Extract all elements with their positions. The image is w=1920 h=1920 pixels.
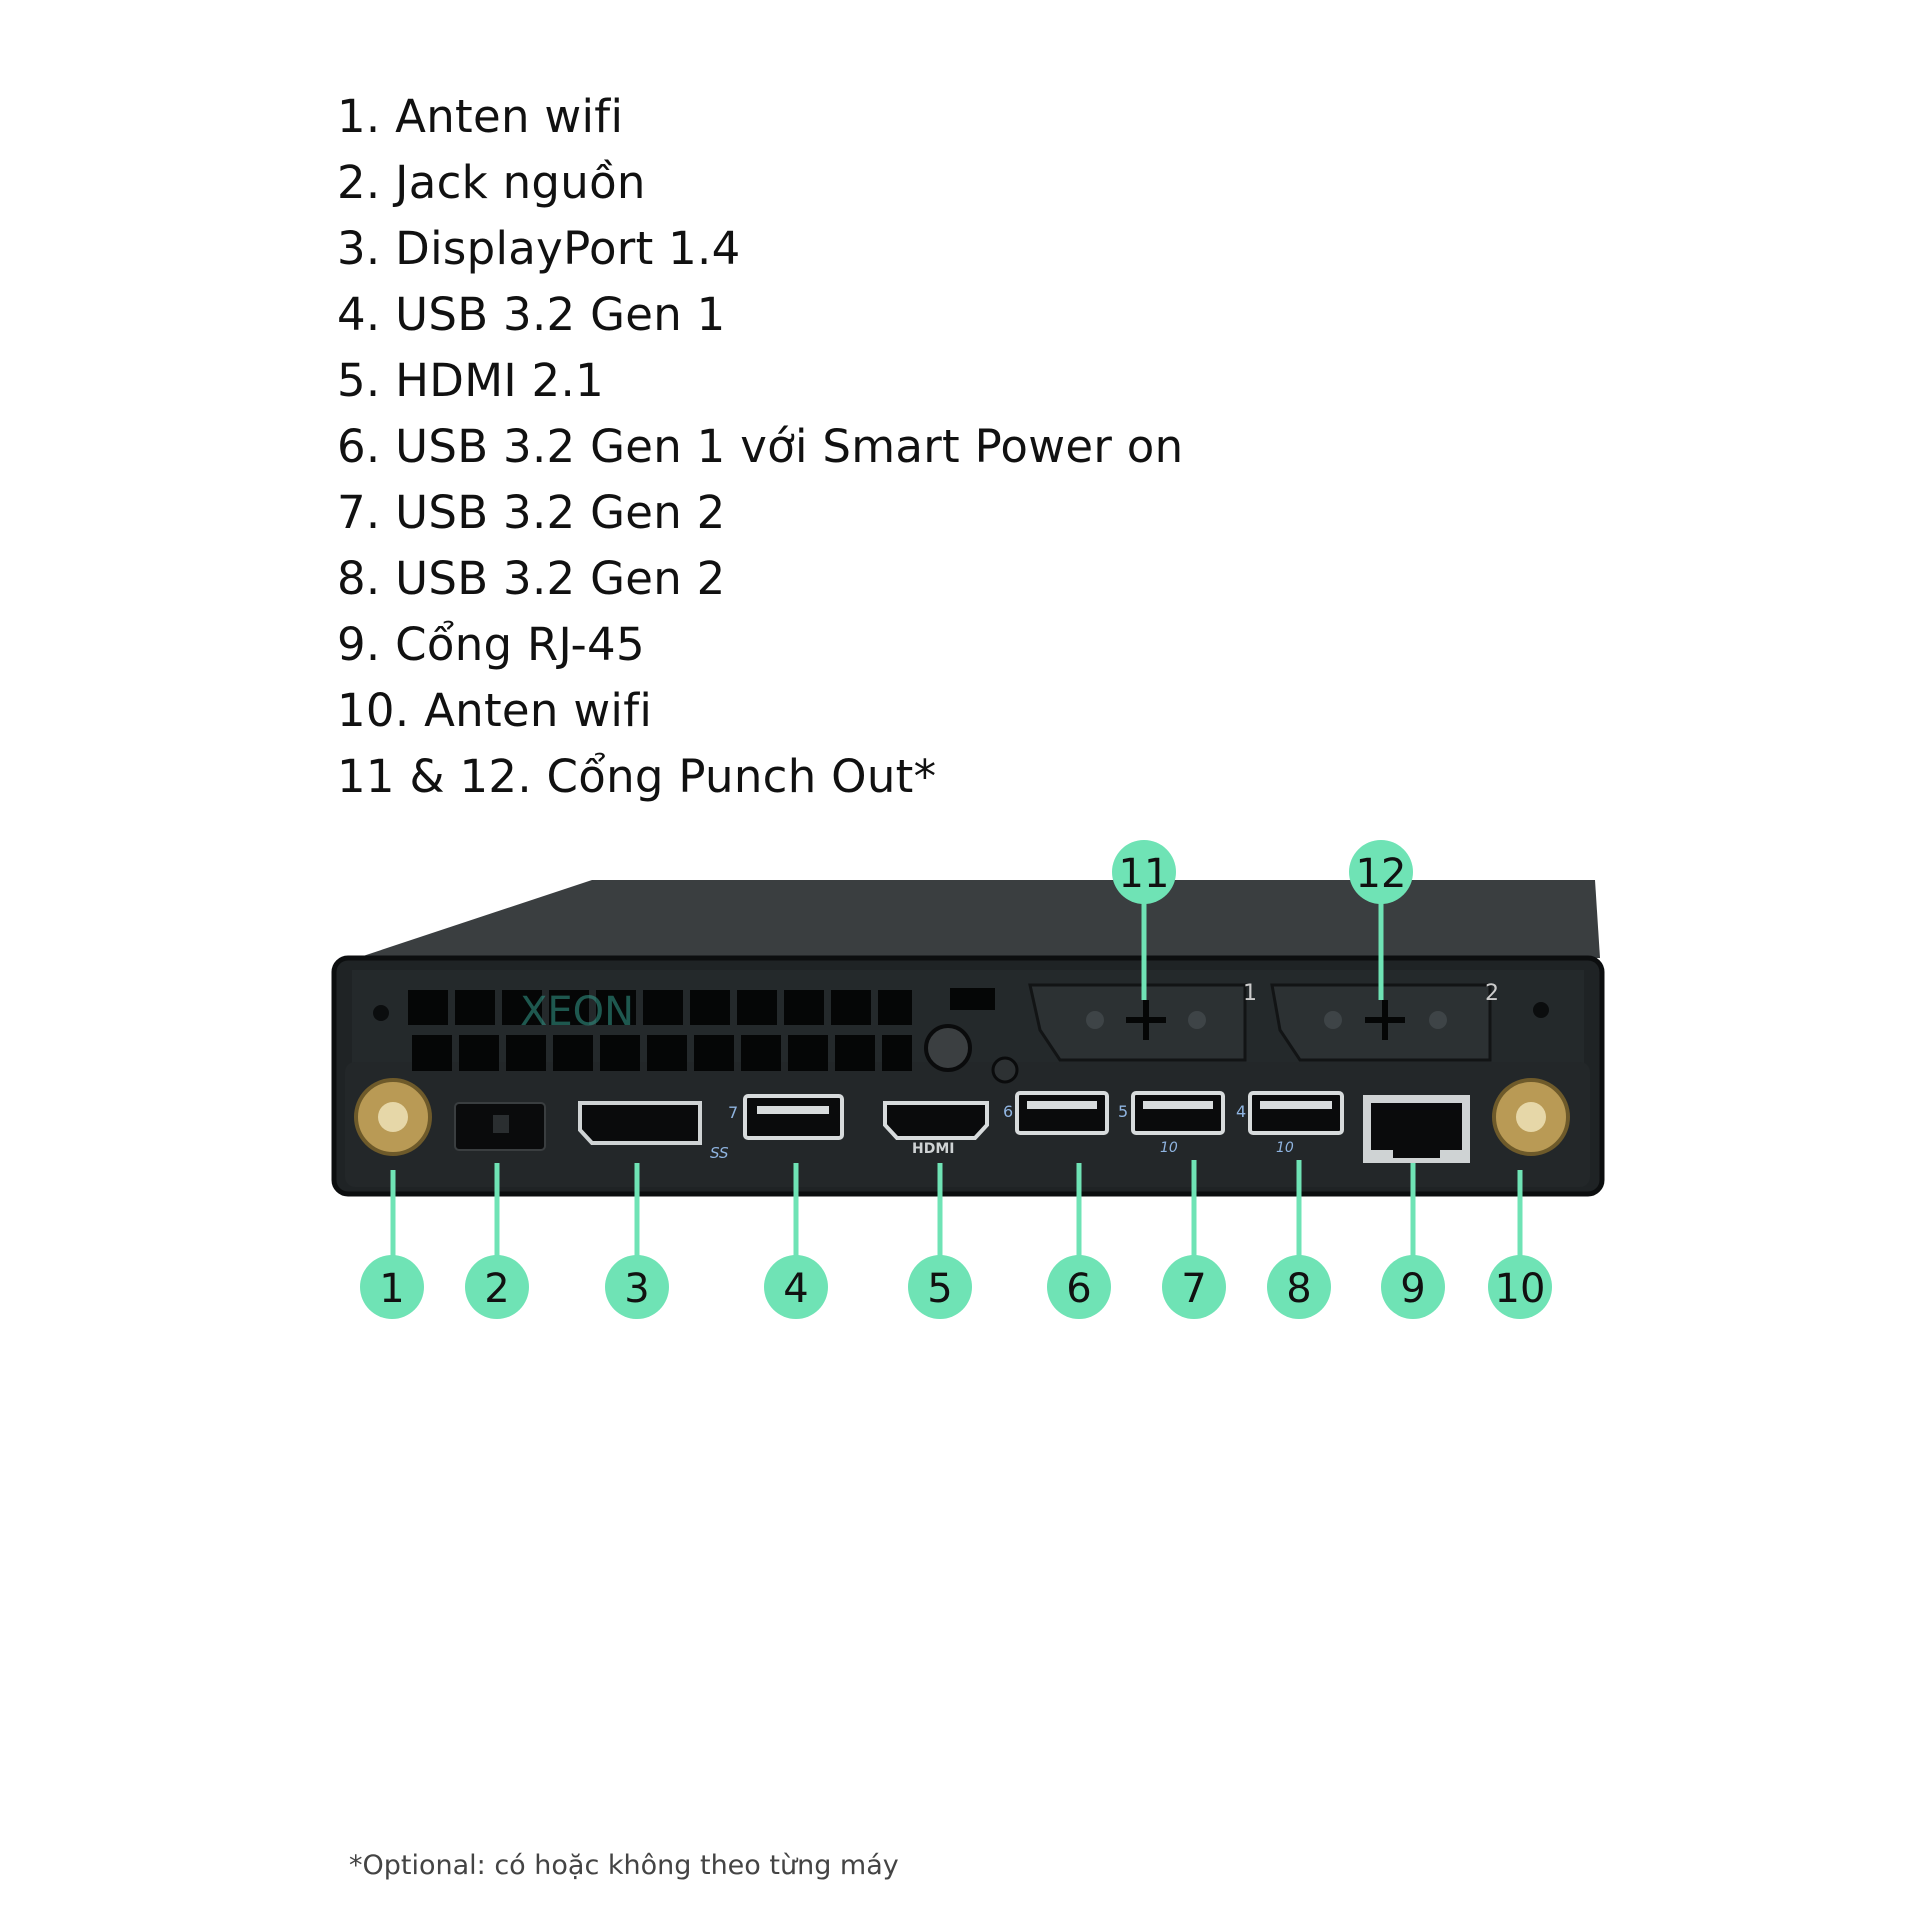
callout-lines	[390, 900, 1523, 1260]
punch-out-number: 1	[1243, 981, 1257, 1006]
punch-out-12: 2	[1270, 981, 1499, 1062]
callout-badge-8: 8	[1267, 1255, 1331, 1319]
legend-item: 6. USB 3.2 Gen 1 với Smart Power on	[337, 420, 1184, 473]
callout-badge-4: 4	[764, 1255, 828, 1319]
legend-item: 10. Anten wifi	[337, 684, 653, 737]
callout-number: 8	[1286, 1266, 1311, 1312]
callout-number: 6	[1066, 1266, 1091, 1312]
legend-item: 3. DisplayPort 1.4	[337, 222, 741, 275]
thumb-screw	[924, 1024, 972, 1072]
hdmi-port: HDMI	[883, 1101, 989, 1157]
lock-slot	[950, 988, 995, 1010]
callout-badge-5: 5	[908, 1255, 972, 1319]
legend-item: 1. Anten wifi	[337, 90, 624, 143]
legend-item: 7. USB 3.2 Gen 2	[337, 486, 726, 539]
punch-out-number: 2	[1485, 981, 1499, 1006]
usb-10gbps-label: 10	[1276, 1140, 1294, 1156]
callout-badge-7: 7	[1162, 1255, 1226, 1319]
usb-port-7: 5 10	[1118, 1091, 1225, 1156]
screw	[991, 1056, 1019, 1084]
usb-port-6: 6	[1003, 1091, 1109, 1135]
wifi-antenna-connector-1	[354, 1078, 432, 1156]
callout-number: 3	[624, 1266, 649, 1312]
callout-badge-12: 12	[1349, 840, 1413, 904]
watermark-logo: XEON	[520, 989, 634, 1035]
port-number-label: 5	[1118, 1102, 1128, 1121]
screw-hole	[1533, 1002, 1549, 1018]
power-jack	[454, 1102, 546, 1151]
callout-badge-3: 3	[605, 1255, 669, 1319]
wifi-antenna-connector-10	[1492, 1078, 1570, 1156]
screw-hole	[373, 1005, 389, 1021]
legend-item: 4. USB 3.2 Gen 1	[337, 288, 726, 341]
callout-number: 2	[484, 1266, 509, 1312]
usb-10gbps-label: 10	[1160, 1140, 1178, 1156]
callout-number: 1	[379, 1266, 404, 1312]
chassis-top	[345, 880, 1600, 962]
callout-badge-9: 9	[1381, 1255, 1445, 1319]
usb-port-4: 7 SS	[710, 1094, 844, 1162]
legend-item: 8. USB 3.2 Gen 2	[337, 552, 726, 605]
callout-number: 12	[1356, 851, 1407, 897]
callout-number: 10	[1495, 1266, 1546, 1312]
legend-item: 2. Jack nguồn	[337, 156, 646, 209]
vent-grille	[408, 990, 912, 1071]
port-number-label: 6	[1003, 1102, 1013, 1121]
superspeed-label: SS	[710, 1144, 729, 1162]
port-legend: 1. Anten wifi 2. Jack nguồn 3. DisplayPo…	[337, 84, 1183, 810]
usb-port-8: 4 10	[1236, 1091, 1344, 1156]
legend-item: 5. HDMI 2.1	[337, 354, 604, 407]
callout-badge-2: 2	[465, 1255, 529, 1319]
hdmi-label: HDMI	[912, 1141, 954, 1157]
callout-number: 7	[1181, 1266, 1206, 1312]
callout-number: 4	[783, 1266, 808, 1312]
port-number-label: 7	[728, 1103, 738, 1122]
callout-number: 11	[1119, 851, 1170, 897]
footnote: *Optional: có hoặc không theo từng máy	[349, 1850, 899, 1881]
callout-badge-1: 1	[360, 1255, 424, 1319]
legend-item: 11 & 12. Cổng Punch Out*	[337, 750, 937, 803]
callout-number: 9	[1400, 1266, 1425, 1312]
punch-out-11: 1	[1028, 981, 1257, 1062]
callout-badge-10: 10	[1488, 1255, 1552, 1319]
legend-item: 9. Cổng RJ-45	[337, 618, 645, 671]
callout-number: 5	[927, 1266, 952, 1312]
callout-badge-6: 6	[1047, 1255, 1111, 1319]
port-number-label: 4	[1236, 1102, 1246, 1121]
displayport	[578, 1101, 702, 1145]
rj45-port	[1363, 1095, 1470, 1163]
callout-badge-11: 11	[1112, 840, 1176, 904]
